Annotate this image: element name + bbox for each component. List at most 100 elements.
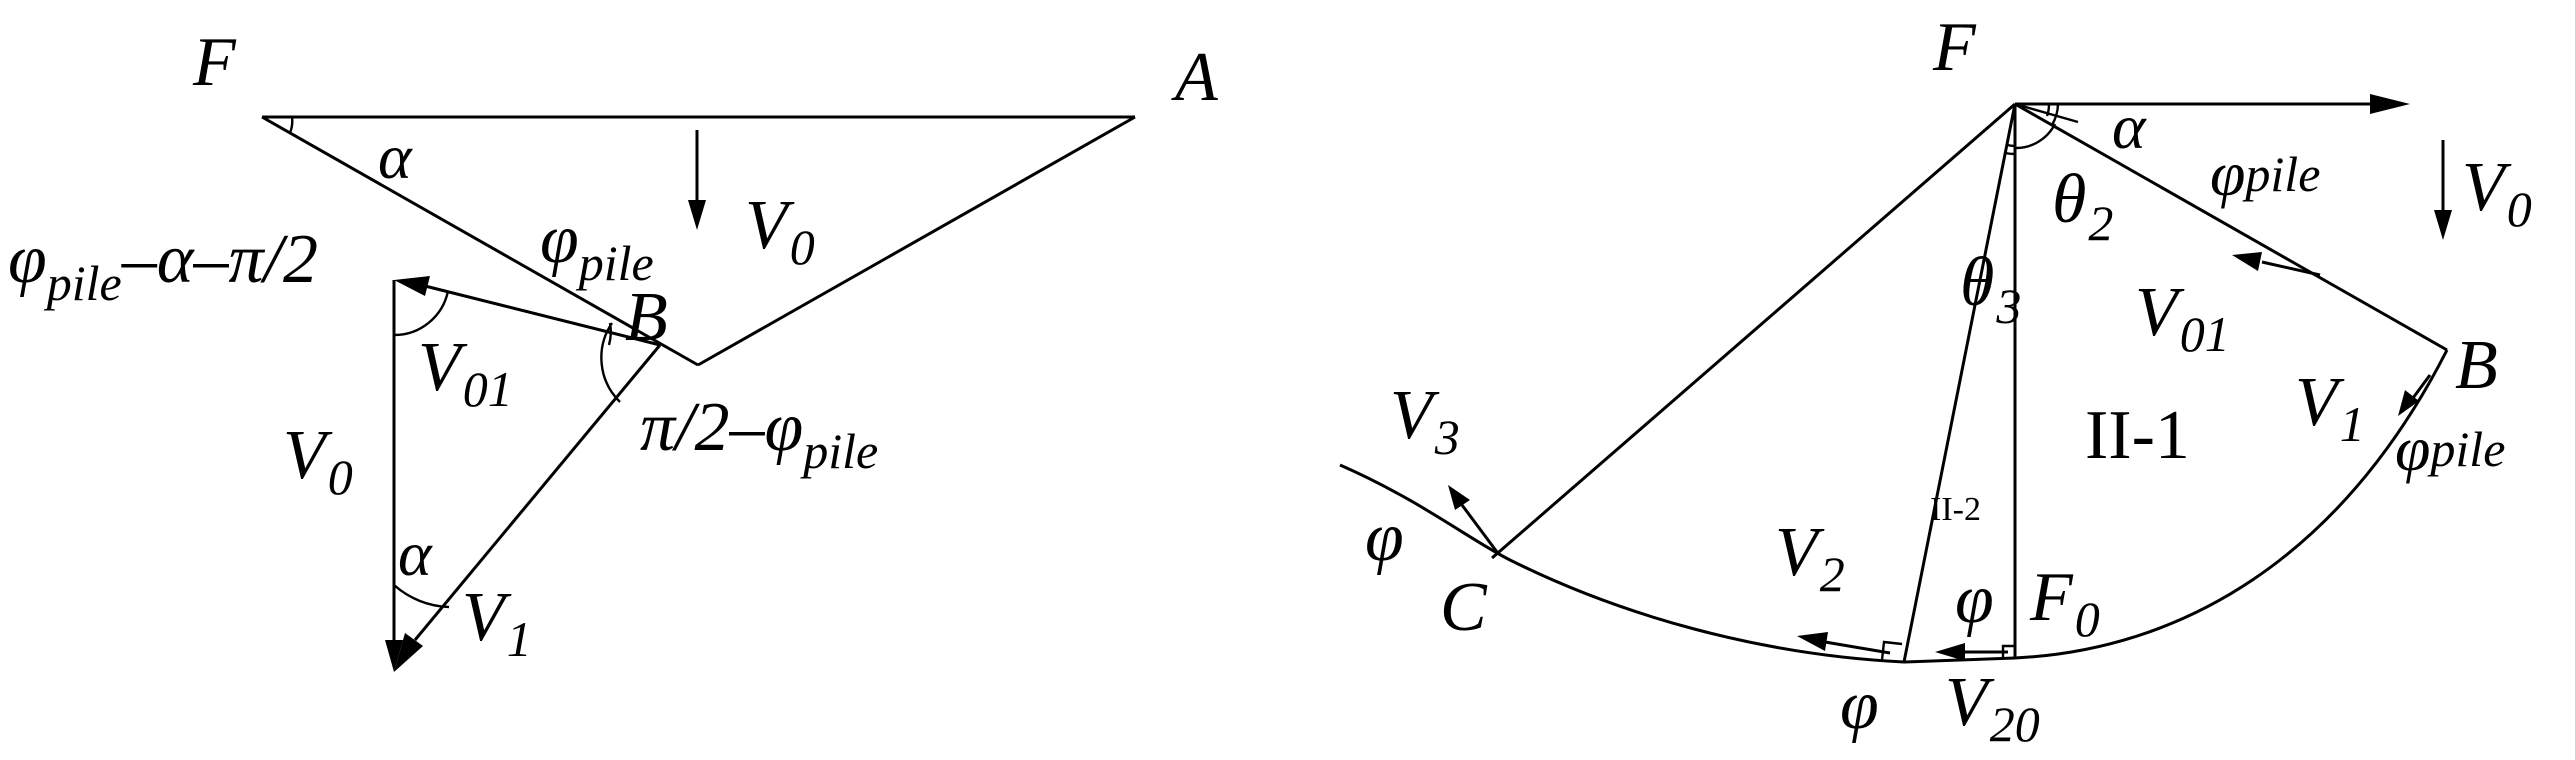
arc-F-theta2 <box>2014 123 2057 150</box>
label-theta3-sub: 3 <box>1995 278 2021 334</box>
arrow-V3-head <box>1448 485 1470 510</box>
label-V1-left-symbol: V <box>462 579 512 656</box>
label-V0-side-sub: 0 <box>328 449 353 505</box>
arrow-V0-top-head <box>688 200 706 230</box>
angle-arc-bottom <box>393 584 450 609</box>
angle-arc-top <box>393 290 450 337</box>
angle-label-left: φpile–α–π/2 <box>8 221 318 311</box>
point-C-right: C <box>1440 569 1488 646</box>
angle-arc-B-large <box>600 322 621 403</box>
label-V20-symbol: V <box>1945 664 1995 741</box>
line-alpha-ray <box>2014 102 2079 124</box>
label-theta2-sub: 2 <box>2088 195 2113 251</box>
arrow-V01-head <box>394 276 430 296</box>
point-A-left: A <box>1171 39 1218 116</box>
arc-F-2 <box>2050 103 2060 126</box>
line-F-theta3 <box>1902 103 2017 663</box>
arrow-V01 <box>2261 260 2321 277</box>
label-V2: V2 <box>1775 514 1845 602</box>
label-V0-right: V0 <box>2462 149 2532 237</box>
label-phi-pile-top-suffix: pile <box>2242 146 2320 202</box>
right-figure: F B C α φpile V0 θ2 θ3 V01 II-1 II-2 V1 … <box>1339 9 2532 752</box>
line-AB <box>697 115 1136 367</box>
arrow-V1 <box>2411 374 2432 399</box>
angle-label-B: π/2–φpile <box>640 389 878 479</box>
line-FB <box>261 115 699 367</box>
angle-label-B-prefix: π/2– <box>640 389 766 466</box>
label-F0-sub: 0 <box>2075 591 2100 647</box>
label-F0-symbol: F <box>2029 559 2074 636</box>
label-phi-pile: φpile <box>540 201 654 291</box>
line-FB-right <box>2014 102 2448 352</box>
label-V3: V3 <box>1390 377 1460 465</box>
label-V0-side-symbol: V <box>283 417 333 494</box>
label-V3-sub: 3 <box>1434 409 1460 465</box>
label-V01-right-sub: 01 <box>2180 306 2230 362</box>
angle-label-rest: –α–π/2 <box>121 221 318 298</box>
line-V01 <box>424 284 661 347</box>
label-V01-right: V01 <box>2135 274 2230 362</box>
label-alpha-top: α <box>378 121 413 192</box>
label-alpha-bottom: α <box>398 518 433 589</box>
label-phi-pile-top-symbol: φ <box>2210 138 2245 209</box>
label-V0-right-symbol: V <box>2462 149 2512 226</box>
label-F0: F0 <box>2029 559 2100 647</box>
arrow-V1-head <box>2398 390 2419 416</box>
label-phi-C: φ <box>1365 499 1404 576</box>
label-V01-left: V01 <box>418 329 513 417</box>
label-theta2-symbol: θ <box>2052 161 2086 238</box>
right-angle-marker-2 <box>2001 644 2015 658</box>
label-V1-right-sub: 1 <box>2340 396 2365 452</box>
label-phi-pile-B: φpile <box>2395 413 2505 484</box>
arrow-V2 <box>1824 640 1891 655</box>
arrow-V20-head <box>1935 643 1965 661</box>
label-phi-pile-B-suffix: pile <box>2427 421 2505 477</box>
left-figure: F A B α φpile V0 φpile–α–π/2 V01 V0 α V1… <box>8 24 1218 672</box>
region-II-2: II-2 <box>1930 491 1981 528</box>
label-V2-symbol: V <box>1775 514 1825 591</box>
label-V1-left-sub: 1 <box>507 611 532 667</box>
angle-arc-F <box>288 116 294 134</box>
arrow-V1-head <box>394 633 423 672</box>
arc-F-4 <box>2004 151 2016 156</box>
label-V2-sub: 2 <box>1820 546 1845 602</box>
region-II-1: II-1 <box>2085 397 2190 474</box>
label-V0-top: V0 <box>745 187 815 275</box>
label-phi-pile-top: φpile <box>2210 138 2320 209</box>
label-phi-mid: φ <box>1955 561 1994 638</box>
angle-label-phi-sub: pile <box>44 255 122 311</box>
arrow-V3 <box>1460 504 1499 553</box>
label-theta3: θ3 <box>1960 244 2021 334</box>
arc-F-1 <box>2045 103 2051 117</box>
line-V1 <box>413 344 662 641</box>
angle-label-B-sub: pile <box>800 423 878 479</box>
angle-label-B-phi: φ <box>765 389 804 466</box>
point-B-right: B <box>2455 327 2498 404</box>
label-theta3-symbol: θ <box>1960 244 1994 321</box>
label-V1-right: V1 <box>2295 364 2365 452</box>
label-V0-top-symbol: V <box>745 187 795 264</box>
label-V01-right-symbol: V <box>2135 274 2185 351</box>
right-angle-marker-1 <box>1880 640 1903 661</box>
label-phi-bottom: φ <box>1840 667 1879 744</box>
label-V1-left: V1 <box>462 579 532 667</box>
label-V0-right-sub: 0 <box>2507 181 2532 237</box>
angle-arc-B-small <box>607 322 612 346</box>
arrow-V2-head <box>1797 632 1828 651</box>
label-V3-symbol: V <box>1390 377 1440 454</box>
point-F-right: F <box>1932 9 1977 86</box>
label-V20: V20 <box>1945 664 2040 752</box>
label-alpha-right: α <box>2112 91 2147 162</box>
label-V20-sub: 20 <box>1990 696 2040 752</box>
arc-F-3 <box>2006 143 2016 148</box>
label-V0-side: V0 <box>283 417 353 505</box>
slip-surface <box>1339 349 2449 664</box>
label-V1-right-symbol: V <box>2295 364 2345 441</box>
label-phi-pile-B-symbol: φ <box>2395 413 2430 484</box>
point-F-left: F <box>192 24 237 101</box>
label-V0-top-sub: 0 <box>790 219 815 275</box>
arrow-V0-right-head <box>2434 210 2452 240</box>
angle-label-phi: φ <box>8 221 47 298</box>
arrow-horizontal-head <box>2370 94 2410 114</box>
